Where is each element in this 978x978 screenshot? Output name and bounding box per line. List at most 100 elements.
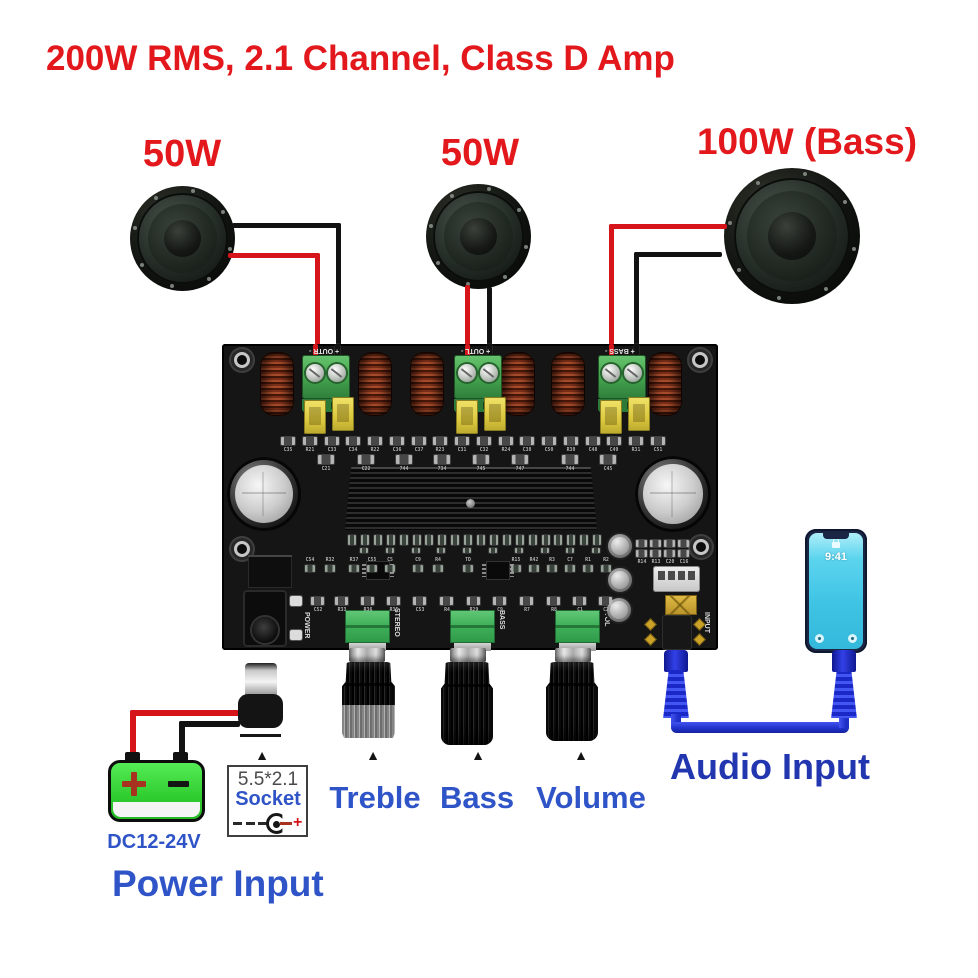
wire-mid-black (487, 287, 492, 345)
volume-label: Volume (536, 780, 646, 815)
pot-bass (450, 610, 495, 643)
smd-component (433, 565, 443, 572)
heatsink (345, 467, 597, 530)
power-wire-black (179, 721, 240, 727)
socket-symbol-pin (273, 821, 280, 828)
lock-icon (832, 538, 840, 548)
smd-label: C45 (603, 465, 613, 472)
terminal-block (454, 355, 502, 399)
smd-component (512, 455, 528, 464)
smd-component (593, 535, 602, 545)
terminal-screw (458, 364, 476, 382)
smd-component (302, 437, 317, 445)
speaker-screw (843, 199, 848, 204)
bass-knob (441, 662, 493, 745)
smd-component (387, 597, 400, 605)
solder-pad (290, 630, 302, 640)
cable-boot-right (831, 670, 857, 718)
smd-component (318, 455, 334, 464)
speaker-dome (459, 217, 498, 256)
smd-component (367, 565, 377, 572)
pointer-volume: ▲ (574, 747, 588, 763)
smd-label: 744 (399, 465, 409, 472)
smd-label: C49 (610, 446, 619, 453)
smd-label: C52 (313, 606, 323, 613)
smd-component (592, 548, 601, 553)
smd-label: R3 (549, 556, 555, 563)
wire-left-red (228, 253, 320, 258)
speaker-screw (139, 263, 144, 268)
smd-label: R8 (551, 606, 557, 613)
smd-component (413, 565, 423, 572)
smd-label: R7 (524, 606, 530, 613)
smd-label: C16 (679, 558, 689, 565)
pot-treble (345, 610, 390, 643)
smd-component (567, 535, 576, 545)
smd-component (463, 548, 472, 553)
power-wire-red (130, 710, 240, 716)
smd-component (636, 540, 647, 547)
smd-label: C35 (283, 446, 293, 453)
speaker-screw (207, 277, 212, 282)
smd-component (411, 548, 420, 553)
socket-symbol-dash (246, 822, 255, 825)
cable-boot-left (663, 670, 689, 718)
vol-silkscreen-label: VOL (603, 612, 610, 627)
terminal-label: + OUTL - (461, 347, 491, 354)
smd-component (650, 437, 665, 445)
smd-component (396, 455, 412, 464)
smd-component (348, 535, 356, 545)
smd-component (434, 455, 450, 464)
smartphone: 9:41 (805, 529, 867, 653)
smd-label: 744 (565, 465, 575, 472)
wire-stub-black (634, 344, 639, 364)
speaker-screw (132, 226, 137, 231)
wire-left-red (315, 253, 320, 345)
smd-component (599, 597, 612, 605)
flashlight-icon (815, 634, 824, 643)
socket-symbol-dash (233, 822, 242, 825)
smd-component (476, 437, 491, 445)
smd-label: 747 (515, 465, 525, 472)
speaker-screw (221, 209, 226, 214)
speaker-screw (755, 180, 760, 185)
wire-stub-black (487, 344, 492, 364)
pointer-treble: ▲ (366, 747, 380, 763)
battery-voltage-label: DC12-24V (107, 831, 201, 853)
smd-label: R1 (585, 556, 591, 563)
power-input-label: Power Input (112, 863, 324, 904)
speaker-screw (736, 268, 741, 273)
smd-component (583, 565, 593, 572)
smd-component (335, 597, 348, 605)
smd-component (399, 535, 408, 545)
pot-nut (450, 648, 486, 662)
page-title: 200W RMS, 2.1 Channel, Class D Amp (46, 39, 675, 78)
smd-component (360, 548, 368, 553)
jack-spring-gold (665, 595, 697, 615)
heatsink-screw (466, 499, 475, 508)
smd-label: R21 (305, 446, 315, 453)
smd-component (311, 597, 324, 605)
smd-component (515, 535, 524, 545)
smd-component (412, 535, 421, 545)
speaker-left-label: 50W (142, 133, 222, 175)
speaker-screw (428, 224, 433, 229)
smd-component (411, 437, 426, 445)
smd-label: 745 (476, 465, 486, 472)
inductor-coil (358, 352, 392, 416)
socket-symbol-line (280, 822, 292, 825)
smd-label: C9 (415, 556, 421, 563)
pointer-socket: ▲ (255, 747, 269, 763)
socket-word-label: Socket (235, 788, 301, 810)
terminal-screw (624, 364, 642, 382)
smd-component (664, 540, 675, 547)
smd-label: R4 (435, 556, 441, 563)
inductor-coil (501, 352, 535, 416)
amplifier-board: + OUTR - + OUTL - + BASS - (222, 344, 718, 651)
audio-plug-left (664, 650, 688, 672)
pot-base (559, 643, 596, 651)
speaker-dome (163, 219, 202, 258)
smd-component (664, 550, 675, 557)
smd-label: R14 (637, 558, 647, 565)
smd-label: R2 (603, 556, 609, 563)
